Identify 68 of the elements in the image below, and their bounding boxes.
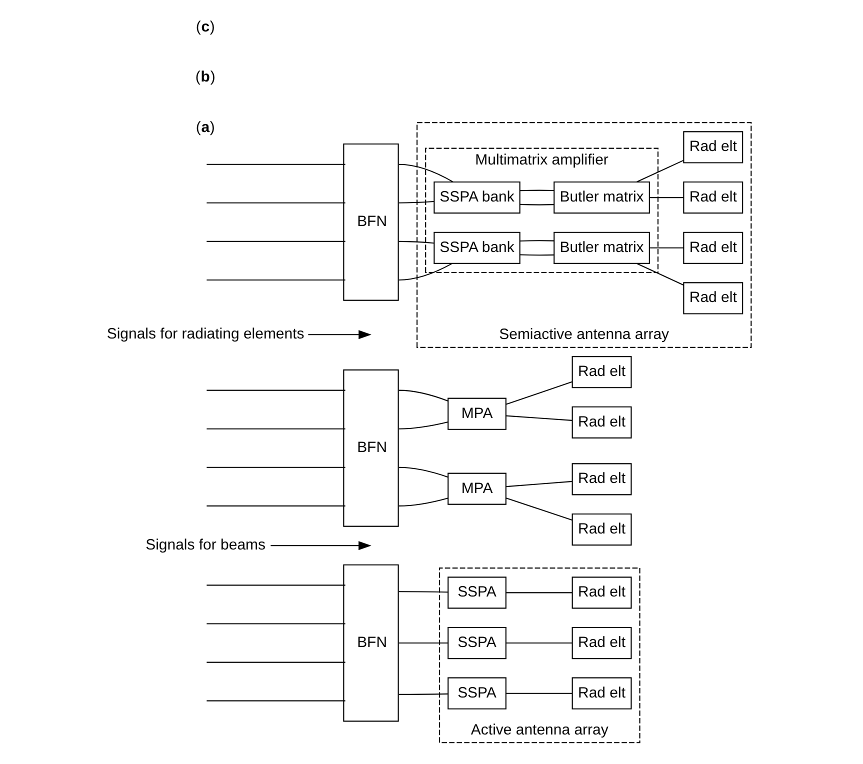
node-box: Rad elt (683, 232, 744, 264)
connector (206, 700, 346, 702)
connector (206, 279, 346, 281)
node-box: SSPA (448, 576, 506, 609)
connector (206, 164, 346, 165)
node-box: Rad elt (572, 513, 632, 546)
node-box: SSPA (448, 677, 506, 710)
node-box: SSPA bank (434, 232, 520, 264)
node-box: BFN (343, 564, 399, 722)
node-box: MPA (448, 472, 506, 505)
connector (206, 623, 346, 624)
node-box: Rad elt (572, 463, 632, 496)
connector (649, 247, 684, 248)
connector (636, 160, 684, 182)
connector (206, 662, 346, 663)
connector (649, 197, 684, 198)
node-box: BFN (343, 143, 399, 301)
node-box: Butler matrix (554, 232, 650, 264)
connector (398, 390, 448, 402)
connector (398, 240, 434, 244)
node-box: Rad elt (572, 576, 632, 609)
label: (c) (196, 18, 215, 36)
connector (206, 505, 346, 506)
node-box: Rad elt (572, 406, 632, 438)
node-box: Rad elt (572, 356, 632, 388)
connector (206, 466, 346, 468)
connector (506, 592, 572, 594)
connector (206, 428, 346, 430)
node-box: Rad elt (683, 181, 744, 214)
connector (520, 240, 554, 242)
connector (506, 642, 572, 644)
label: (b) (195, 68, 216, 86)
connector (506, 498, 572, 521)
connector (636, 263, 684, 286)
connector (506, 415, 572, 421)
connector (520, 204, 554, 206)
node-box: MPA (448, 398, 506, 430)
node-box: BFN (343, 369, 399, 527)
node-text: Signals for beams (146, 536, 266, 554)
connector (506, 480, 572, 488)
connector (398, 200, 434, 204)
node-box: SSPA (448, 626, 506, 660)
arrow (308, 330, 372, 340)
node-box: Rad elt (683, 282, 744, 314)
node-box: Rad elt (572, 677, 632, 710)
node-text: Signals for radiating elements (106, 326, 304, 343)
connector (520, 190, 554, 192)
node-box: SSPA bank (434, 181, 520, 214)
connector (398, 498, 448, 506)
node-box: Rad elt (572, 626, 632, 660)
connector (206, 202, 346, 204)
connector (506, 692, 572, 694)
node-box: Rad elt (683, 131, 744, 164)
connector (398, 164, 454, 182)
connector (398, 591, 448, 593)
connector (398, 466, 448, 478)
node-box: Butler matrix (554, 181, 650, 214)
connector (206, 584, 346, 586)
connector (520, 254, 554, 256)
connector (398, 421, 448, 430)
connector (398, 693, 448, 695)
connector (206, 390, 346, 391)
connector (206, 240, 346, 242)
arrow (270, 541, 372, 550)
connector (506, 381, 572, 405)
connector (398, 263, 452, 281)
label: (a) (196, 118, 215, 136)
connector (398, 642, 448, 644)
